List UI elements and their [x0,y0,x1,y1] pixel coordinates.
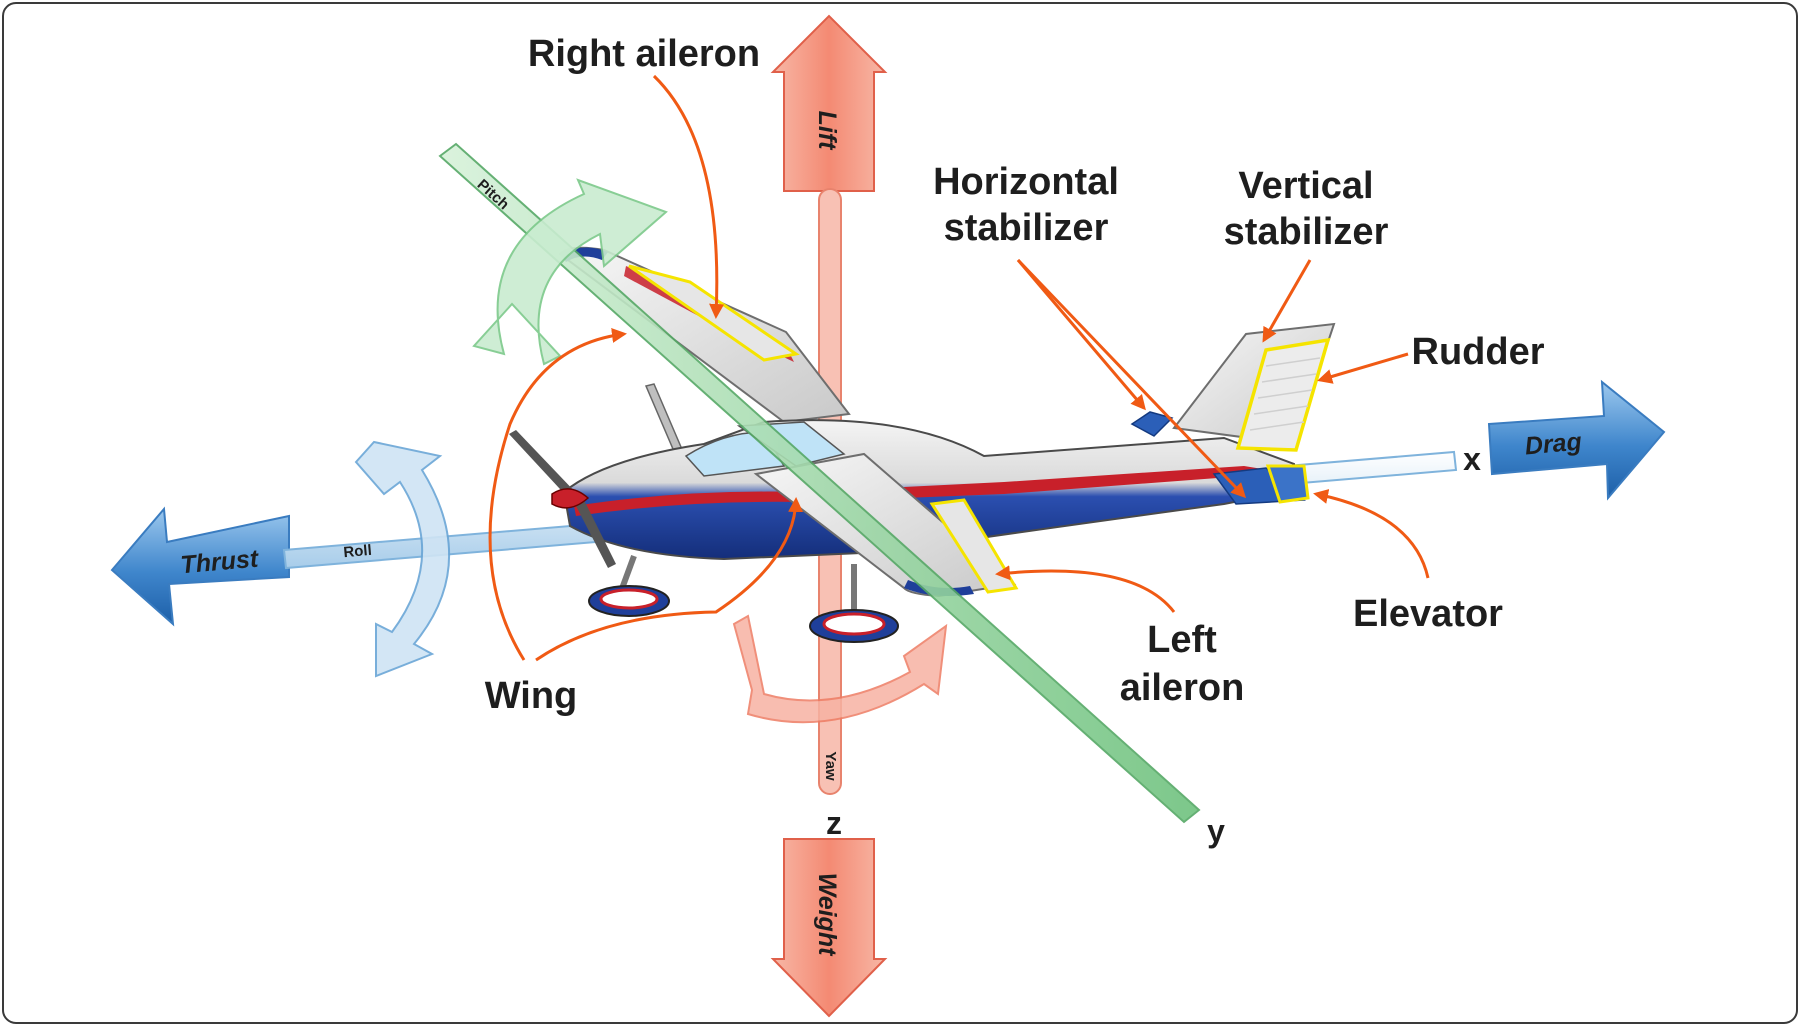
yaw-rotation-arrow [732,614,948,724]
weight-label: Weight [813,873,841,958]
drag-arrow [1487,379,1666,501]
left-aileron-label-line2: aileron [1120,667,1245,709]
horizontal-stabilizer-label-line2: stabilizer [944,207,1109,249]
elevator [1265,464,1310,504]
wing-label: Wing [485,675,578,717]
vertical-stabilizer-label-line2: stabilizer [1224,211,1389,253]
propeller [509,430,616,568]
vertical-stabilizer-label-line1: Vertical [1238,165,1373,207]
elevator-label: Elevator [1353,593,1503,635]
thrust-arrow [110,506,290,627]
yaw-label: Yaw [822,751,839,781]
airplane-axes-diagram: Lift Weight Thrust Drag Roll Pitch Yaw x… [110,14,1666,1018]
horizontal-stabilizer-label-line1: Horizontal [933,161,1119,203]
right-wing [558,246,851,424]
lift-label: Lift [813,111,841,152]
z-axis-label: z [826,805,842,841]
callout-lines [488,74,1430,662]
roll-label: Roll [343,542,373,561]
drag-label: Drag [1524,428,1583,461]
right-aileron-label: Right aileron [528,33,760,75]
thrust-label: Thrust [179,545,261,580]
fuselage [562,419,1298,561]
rudder [1235,337,1331,452]
lift-arrow [770,14,888,192]
rudder-label: Rudder [1412,331,1545,373]
x-axis-label: x [1463,441,1481,477]
left-aileron-label-line1: Left [1147,619,1217,661]
weight-arrow [770,838,888,1018]
roll-rotation-arrow [354,440,451,678]
pitch-rotation-arrow [472,178,668,366]
pitch-axis [438,142,1201,824]
y-axis-label: y [1207,813,1225,849]
landing-gear [588,554,899,643]
left-aileron [929,498,1019,594]
